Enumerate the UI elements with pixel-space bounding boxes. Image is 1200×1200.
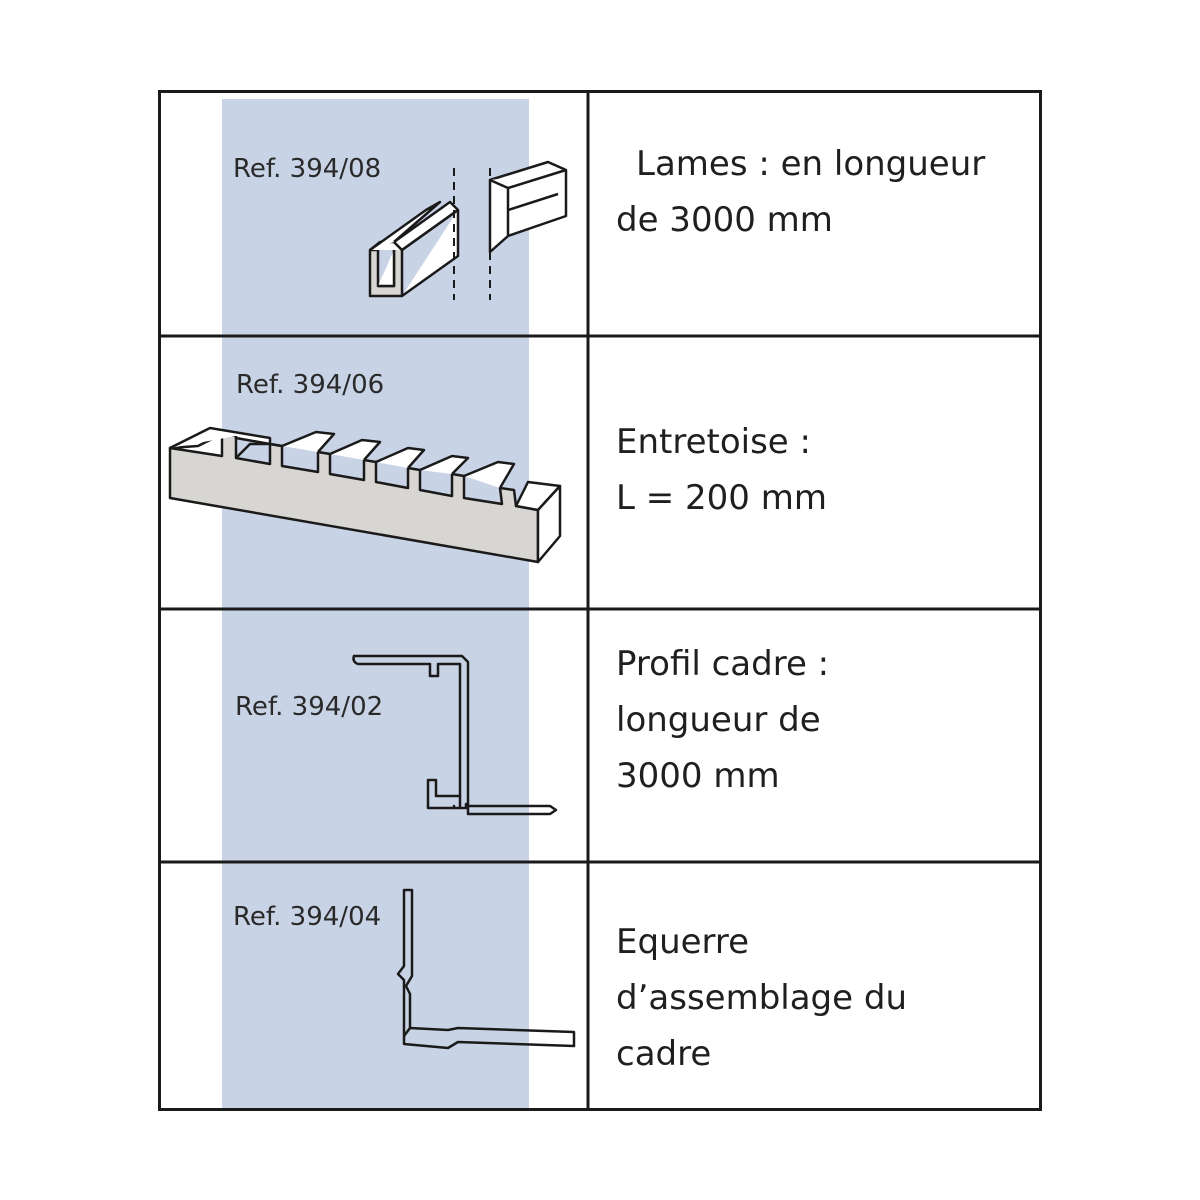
corner-bracket-icon — [396, 888, 576, 1050]
product-table: Ref. 394/08 Lames : en longueur de 3000 … — [158, 90, 1042, 1111]
description-line: de 3000 mm — [616, 200, 833, 240]
ref-label: Ref. 394/08 — [233, 154, 382, 184]
spacer-comb-icon — [168, 426, 562, 564]
description-line: cadre — [616, 1034, 712, 1074]
description-line: Lames : en longueur — [636, 144, 986, 184]
ref-label: Ref. 394/06 — [236, 370, 385, 400]
blade-profile-icon — [368, 160, 568, 300]
description: Entretoise : L = 200 mm — [616, 414, 827, 526]
description-line: Profil cadre : — [616, 644, 830, 684]
description-line: Entretoise : — [616, 422, 811, 462]
frame-profile-icon — [352, 654, 558, 816]
description-line: L = 200 mm — [616, 478, 827, 518]
description-line: Equerre — [616, 922, 750, 962]
table-grid — [158, 90, 1042, 1111]
description: Profil cadre : longueur de 3000 mm — [616, 636, 829, 804]
description: Lames : en longueur de 3000 mm — [616, 136, 986, 248]
description-line: d’assemblage du — [616, 978, 907, 1018]
description: Equerre d’assemblage du cadre — [616, 914, 907, 1082]
description-line: 3000 mm — [616, 756, 780, 796]
ref-label: Ref. 394/04 — [233, 902, 382, 932]
description-line: longueur de — [616, 700, 821, 740]
ref-label: Ref. 394/02 — [235, 692, 384, 722]
